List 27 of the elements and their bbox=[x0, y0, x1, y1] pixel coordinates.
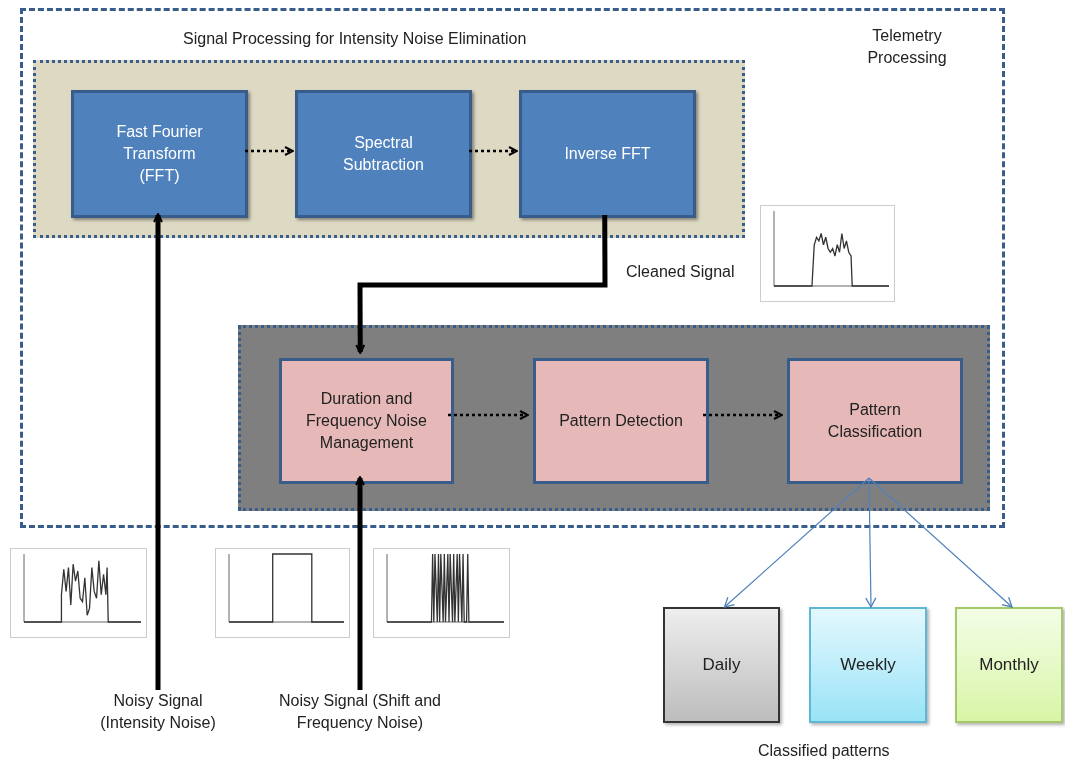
band-title: Signal Processing for Intensity Noise Elimination bbox=[183, 29, 527, 49]
input-label: Noisy Signal (Intensity Noise) bbox=[88, 690, 228, 730]
processing-band bbox=[238, 325, 990, 511]
caption-text: Classified patterns bbox=[758, 741, 890, 761]
process-box: Spectral Subtraction bbox=[295, 90, 472, 218]
arrow bbox=[245, 146, 294, 156]
input-label: Noisy Signal (Shift and Frequency Noise) bbox=[262, 690, 458, 730]
process-box: Inverse FFT bbox=[519, 90, 696, 218]
category-box: Daily bbox=[663, 607, 780, 723]
arrow bbox=[868, 477, 1013, 608]
arrow bbox=[469, 146, 518, 156]
arrow bbox=[355, 215, 608, 354]
process-box: Fast Fourier Transform (FFT) bbox=[71, 90, 248, 218]
caption-text: Cleaned Signal bbox=[626, 262, 735, 282]
group-title: Telemetry Processing bbox=[866, 26, 948, 68]
arrow bbox=[703, 410, 783, 420]
process-box: Pattern Detection bbox=[533, 358, 709, 484]
arrow bbox=[865, 477, 877, 608]
process-box: Pattern Classification bbox=[787, 358, 963, 484]
category-box: Monthly bbox=[955, 607, 1063, 723]
arrow bbox=[153, 213, 163, 690]
category-box: Weekly bbox=[809, 607, 927, 723]
arrow bbox=[448, 410, 529, 420]
arrow bbox=[723, 477, 870, 608]
arrow bbox=[355, 476, 365, 690]
process-box: Duration and Frequency Noise Management bbox=[279, 358, 454, 484]
dashed-group-frame bbox=[20, 8, 1005, 528]
